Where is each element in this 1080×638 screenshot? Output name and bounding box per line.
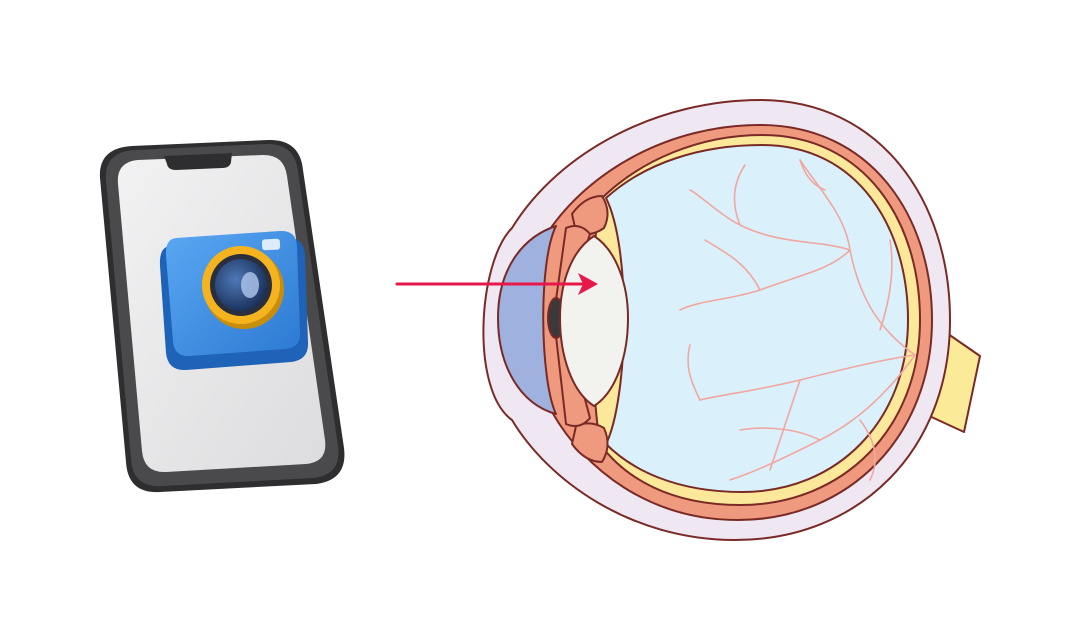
cornea (497, 225, 557, 415)
crystalline-lens (559, 235, 629, 407)
camera-flash-icon (261, 238, 281, 251)
retinal-blood-vessels (679, 159, 916, 481)
eye-cross-section (482, 99, 981, 541)
ciliary-body-bottom (571, 422, 609, 463)
phone-notch (164, 153, 232, 170)
vitreous-body (605, 144, 909, 493)
arrow-head-icon (578, 273, 598, 295)
smartphone (99, 139, 345, 493)
camera-app-icon (159, 230, 309, 371)
arrow-phone-to-eye (395, 273, 598, 295)
camera-lens-highlight (241, 272, 259, 298)
